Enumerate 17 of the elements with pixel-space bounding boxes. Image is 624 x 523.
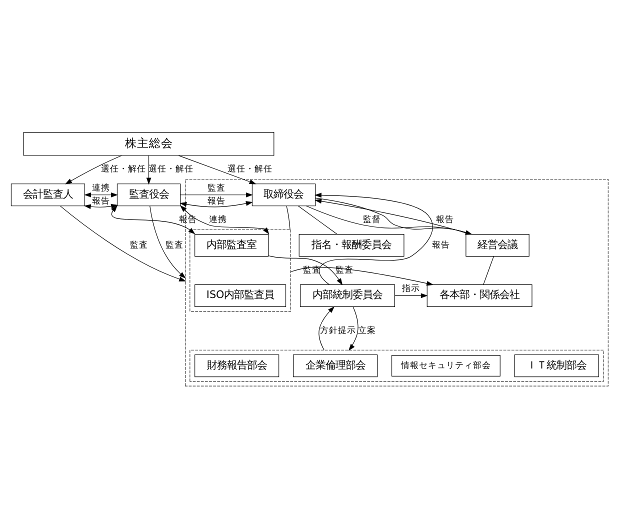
- edge-label: 立案: [358, 326, 376, 336]
- edge-label: 報告: [432, 240, 450, 250]
- edge-label: 連携: [209, 215, 228, 226]
- edge-label: 選任・解任: [100, 164, 146, 175]
- edge-label: 連携: [92, 183, 110, 194]
- edge-label: 監査: [166, 240, 184, 250]
- edge-label: 報告: [207, 196, 226, 207]
- edge-label: 指示: [402, 284, 420, 294]
- edge-label: 報告: [92, 196, 110, 207]
- edge-label: 選任・解任: [148, 164, 194, 175]
- edge-label: 選任・解任: [228, 164, 273, 175]
- edge-label: 報告: [178, 215, 197, 226]
- edge-label: 方針提示: [320, 326, 356, 336]
- edge-label: 監督: [363, 215, 382, 226]
- edge-label: 監査: [207, 183, 226, 194]
- edge-label: 報告: [436, 215, 454, 226]
- edge-label: 監査: [130, 240, 148, 250]
